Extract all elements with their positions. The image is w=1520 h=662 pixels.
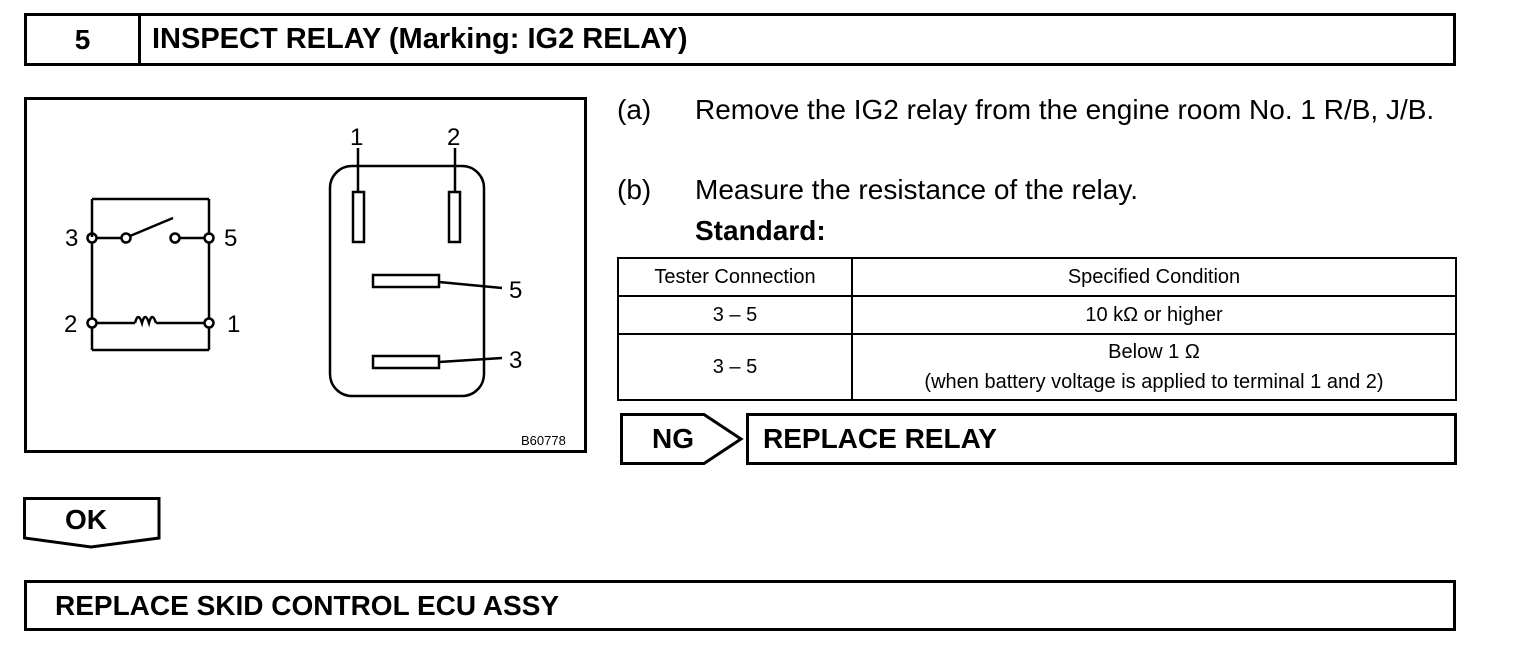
switch-contact-right [169,232,181,244]
schematic-label-2: 2 [64,311,77,338]
relay-pin-3 [371,354,441,370]
relay-diagram: 3 5 2 1 1 2 5 3 B60778 [64,124,566,448]
spec-table: Tester Connection Specified Condition 3 … [617,257,1457,401]
specified-condition-cell: 10 kΩ or higher [851,295,1457,335]
ng-label: NG [652,423,694,454]
instruction-marker: (b) [617,174,652,205]
instruction-text: Measure the resistance of the relay. [695,174,1139,205]
table-row: 3 – 5 10 kΩ or higher [617,295,1457,335]
schematic-terminal-1 [203,317,215,329]
condition-note: (when battery voltage is applied to term… [924,371,1384,393]
schematic-terminal-5 [203,232,215,244]
standard-label: Standard: [695,215,826,246]
schematic-label-5: 5 [224,225,237,252]
instruction-b: (b) Measure the resistance of the relay. [617,170,1477,210]
switch-blade [129,216,174,238]
step-number: 5 [27,16,141,63]
schematic-label-1: 1 [227,311,240,338]
table-row: 3 – 5 Below 1 Ω (when battery voltage is… [617,333,1457,401]
relay-pin-label-3: 3 [509,347,522,374]
step-header: 5 INSPECT RELAY (Marking: IG2 RELAY) [24,13,1456,66]
schematic-terminal-2 [86,317,98,329]
switch-contact-left [120,232,132,244]
tester-connection-cell: 3 – 5 [617,333,853,401]
figure-code: B60778 [521,433,566,448]
schematic-label-3: 3 [65,225,78,252]
relay-pin-2 [447,190,462,244]
ng-arrow-tag [620,413,744,465]
instruction-text: Remove the IG2 relay from the engine roo… [695,94,1435,125]
relay-coil [133,315,158,328]
relay-body [328,148,503,398]
table-header-cell: Tester Connection [617,257,853,297]
tester-connection-cell: 3 – 5 [617,295,853,335]
instruction-marker: (a) [617,94,652,125]
relay-figure: 3 5 2 1 1 2 5 3 B60778 [24,97,587,453]
relay-pin-label-2: 2 [447,124,460,151]
instruction-a: (a) Remove the IG2 relay from the engine… [617,90,1477,170]
relay-pin-label-1: 1 [350,124,363,151]
condition-value: Below 1 Ω [1108,341,1200,363]
table-header-row: Tester Connection Specified Condition [617,257,1457,297]
relay-pin-1 [351,190,366,244]
ng-action-text: REPLACE RELAY [763,423,997,454]
final-action-text: REPLACE SKID CONTROL ECU ASSY [55,589,560,621]
schematic-terminal-3 [86,232,98,244]
final-action-box: REPLACE SKID CONTROL ECU ASSY [24,580,1456,631]
relay-schematic [86,197,215,352]
relay-pin-5 [371,273,441,289]
table-header-cell: Specified Condition [851,257,1457,297]
specified-condition-cell: Below 1 Ω (when battery voltage is appli… [851,333,1457,401]
step-title: INSPECT RELAY (Marking: IG2 RELAY) [152,23,688,55]
relay-pin-label-5: 5 [509,277,522,304]
ok-arrow-tag [23,497,161,549]
ng-action-box: REPLACE RELAY [746,413,1457,465]
ok-label: OK [65,504,107,535]
